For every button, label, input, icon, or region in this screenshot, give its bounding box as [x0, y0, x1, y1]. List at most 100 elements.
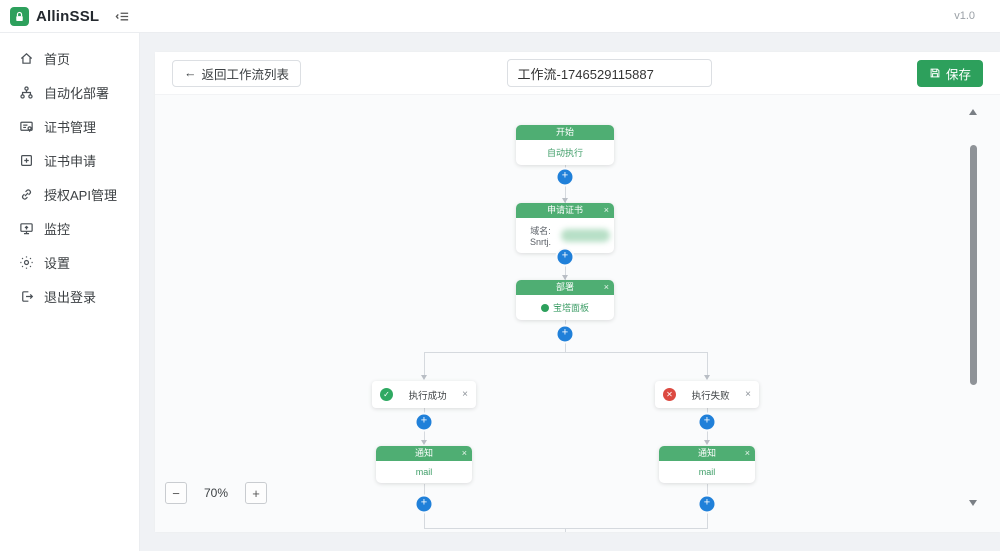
plus-icon: + — [420, 496, 428, 509]
connector-line — [424, 352, 708, 353]
sidebar-item-api-auth[interactable]: 授权API管理 — [0, 177, 139, 211]
save-button-label: 保存 — [945, 67, 971, 82]
plus-icon: + — [561, 169, 569, 182]
brand: AllinSSL — [0, 6, 140, 26]
close-icon[interactable]: × — [744, 448, 750, 458]
plus-icon: + — [561, 249, 569, 262]
node-deploy[interactable]: 部署 × 宝塔面板 — [516, 280, 614, 320]
node-notify-fail[interactable]: 通知 × mail — [659, 446, 755, 483]
close-icon[interactable]: × — [603, 282, 609, 292]
back-arrow-icon: ← — [184, 66, 197, 80]
sidebar-item-label: 首页 — [44, 51, 71, 67]
sidebar-item-monitor[interactable]: 监控 — [0, 211, 139, 245]
plus-icon: + — [561, 326, 569, 339]
scroll-up-icon[interactable] — [969, 109, 977, 115]
back-to-workflow-list-button[interactable]: ← 返回工作流列表 — [172, 59, 302, 87]
close-icon[interactable]: × — [462, 389, 468, 400]
settings-icon — [18, 254, 34, 270]
main-area: ← 返回工作流列表 保存 — [140, 33, 1000, 551]
sidebar-item-label: 设置 — [44, 255, 71, 271]
sidebar-item-label: 退出登录 — [44, 289, 97, 305]
node-deploy-header: 部署 × — [516, 280, 614, 295]
sidebar-item-home[interactable]: 首页 — [0, 41, 139, 75]
baota-panel-icon — [540, 304, 549, 312]
monitor-icon — [18, 220, 34, 236]
sidebar-item-label: 授权API管理 — [44, 187, 117, 203]
branch-success-label: 执行成功 — [408, 390, 447, 402]
branch-fail-label: 执行失败 — [691, 390, 730, 402]
connector-line — [424, 352, 425, 378]
arrow-down-icon — [561, 275, 568, 280]
logout-icon — [18, 288, 34, 304]
node-deploy-body: 宝塔面板 — [516, 295, 614, 320]
sidebar-item-cert-apply[interactable]: 证书申请 — [0, 143, 139, 177]
sidebar-item-label: 证书申请 — [44, 153, 97, 169]
zoom-in-button[interactable]: + — [245, 482, 268, 504]
node-apply-cert[interactable]: 申请证书 × 域名: Snrtj. — [516, 203, 614, 253]
branch-success[interactable]: ✓ 执行成功 × — [372, 381, 476, 408]
scroll-down-icon[interactable] — [969, 500, 977, 506]
sidebar-item-label: 证书管理 — [44, 119, 97, 135]
add-node-button[interactable]: + — [557, 249, 573, 265]
close-icon[interactable]: × — [461, 448, 467, 458]
node-notify-success[interactable]: 通知 × mail — [376, 446, 472, 483]
add-node-button[interactable]: + — [557, 326, 573, 342]
node-notify-body: mail — [698, 467, 716, 477]
zoom-controls: − 70% + — [165, 482, 268, 504]
sidebar-item-logout[interactable]: 退出登录 — [0, 279, 139, 313]
sidebar-item-deploy[interactable]: 自动化部署 — [0, 75, 139, 109]
node-apply-cert-header: 申请证书 × — [516, 203, 614, 218]
node-notify-header: 通知 × — [376, 446, 472, 461]
version-label: v1.0 — [954, 10, 975, 22]
sidebar-item-settings[interactable]: 设置 — [0, 245, 139, 279]
add-node-button[interactable]: + — [699, 496, 715, 512]
add-node-button[interactable]: + — [416, 414, 432, 430]
plus-icon: + — [420, 414, 428, 427]
add-node-button[interactable]: + — [416, 496, 432, 512]
node-start[interactable]: 开始 自动执行 — [516, 125, 614, 165]
workflow-toolbar: ← 返回工作流列表 保存 — [155, 52, 1000, 95]
zoom-level-label: 70% — [204, 486, 229, 500]
save-button[interactable]: 保存 — [916, 59, 983, 87]
arrow-down-icon — [561, 198, 568, 203]
arrow-down-icon — [703, 440, 710, 445]
add-node-button[interactable]: + — [699, 414, 715, 430]
app-title: AllinSSL — [36, 7, 100, 25]
arrow-down-icon — [420, 375, 427, 380]
plus-icon: + — [703, 414, 711, 427]
close-icon[interactable]: × — [745, 389, 751, 400]
add-node-button[interactable]: + — [557, 169, 573, 185]
minus-icon: − — [172, 485, 180, 501]
node-apply-cert-body: 域名: Snrtj. — [516, 218, 614, 253]
sidebar: 首页 自动化部署 证书管理 证书申请 授权API管理 监控 设置 退出登录 — [0, 33, 140, 551]
redacted-domain — [561, 229, 610, 242]
certificate-manage-icon — [18, 118, 34, 134]
branch-fail[interactable]: ✕ 执行失败 × — [655, 381, 759, 408]
workflow-editor-panel: ← 返回工作流列表 保存 — [155, 52, 1000, 532]
fail-cross-icon: ✕ — [663, 388, 676, 401]
plus-icon: + — [703, 496, 711, 509]
arrow-down-icon — [703, 375, 710, 380]
node-notify-body: mail — [415, 467, 433, 477]
home-icon — [18, 50, 34, 66]
api-auth-icon — [18, 186, 34, 202]
allinssl-logo-icon — [10, 6, 29, 26]
workflow-canvas[interactable]: 开始 自动执行 + 申请证书 × 域名: Snrtj. + — [155, 95, 1000, 532]
zoom-out-button[interactable]: − — [165, 482, 187, 504]
back-button-label: 返回工作流列表 — [201, 67, 290, 82]
connector-line — [707, 352, 708, 378]
certificate-apply-icon — [18, 152, 34, 168]
workflow-title-input[interactable] — [506, 59, 712, 87]
node-start-header: 开始 — [516, 125, 614, 140]
scrollbar-thumb[interactable] — [969, 145, 977, 385]
top-header: AllinSSL v1.0 — [0, 0, 1000, 33]
sidebar-item-label: 自动化部署 — [44, 85, 110, 101]
sidebar-item-cert-manage[interactable]: 证书管理 — [0, 109, 139, 143]
save-icon — [930, 68, 940, 78]
close-icon[interactable]: × — [603, 205, 609, 215]
canvas-scrollbar[interactable] — [968, 109, 978, 506]
sidebar-collapse-icon[interactable] — [115, 9, 130, 24]
connector-line — [565, 528, 566, 532]
sidebar-item-label: 监控 — [44, 221, 71, 237]
arrow-down-icon — [420, 440, 427, 445]
